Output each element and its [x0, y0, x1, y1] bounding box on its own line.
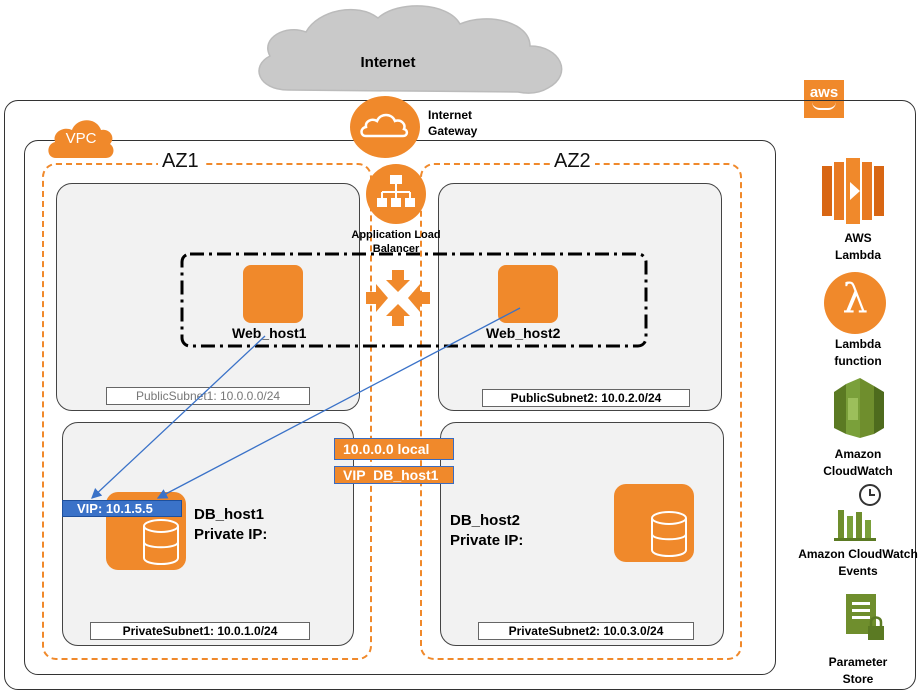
db-host1-ip-label: Private IP:: [194, 526, 268, 543]
az2-label: AZ2: [550, 150, 595, 173]
cloudwatch-events-label-1: Amazon CloudWatch: [798, 547, 918, 561]
aws-cloud-frame: [4, 100, 916, 690]
az1-frame: [42, 163, 372, 660]
vip-badge: VIP: 10.1.5.5: [62, 500, 182, 517]
lambda-function-label-2: function: [834, 354, 882, 368]
private-subnet1-label: PrivateSubnet1: 10.0.1.0/24: [90, 622, 310, 640]
aws-lambda-icon: [822, 158, 884, 224]
cloudwatch-icon: [834, 378, 884, 438]
aws-logo-icon: [804, 80, 844, 118]
lambda-function-label-1: Lambda: [834, 337, 881, 351]
parameter-store-icon: [846, 594, 884, 640]
web-tier-group-border: [180, 252, 648, 348]
public-subnet1-label: PublicSubnet1: 10.0.0.0/24: [106, 387, 310, 405]
lambda-function-icon: [824, 272, 886, 334]
aws-lambda-label-1: AWS: [844, 231, 872, 245]
web-host1-to-vip-arrow: [91, 335, 266, 499]
load-balancer-icon: [366, 164, 426, 224]
parameter-store-label-2: Store: [842, 672, 874, 686]
cloudwatch-events-label-2: Events: [838, 564, 878, 578]
internet-gateway-label-1: Internet: [428, 108, 473, 122]
private-subnet2-label: PrivateSubnet2: 10.0.3.0/24: [478, 622, 694, 640]
route-table-row-vip: VIP DB_host1: [334, 466, 454, 484]
route-table-row-local: 10.0.0.0 local: [334, 438, 454, 460]
web-host2-label: Web_host2: [486, 325, 561, 341]
public-subnet2-label: PublicSubnet2: 10.0.2.0/24: [482, 389, 690, 407]
lambda-symbol-icon: λ: [842, 276, 868, 322]
load-balancer-label-1: Application Load: [351, 229, 441, 241]
load-balancer-label-2: Balancer: [372, 243, 420, 255]
cloudwatch-events-icon: [834, 484, 881, 541]
web-host1-icon: [243, 265, 303, 323]
vpc-label: VPC: [65, 130, 97, 147]
aws-lambda-label-2: Lambda: [834, 248, 881, 262]
public-subnet2: [438, 183, 722, 411]
aws-logo-smile-icon: [812, 102, 836, 110]
cloudwatch-label-2: CloudWatch: [823, 464, 893, 478]
db-host2-label: DB_host2: [450, 512, 521, 529]
vpc-cloud-icon: [48, 120, 114, 158]
az1-label: AZ1: [158, 150, 203, 173]
load-balancer-arrows-icon: [366, 270, 430, 326]
internet-label: Internet: [360, 54, 416, 71]
db-host2-icon: [614, 484, 694, 562]
web-host2-icon: [498, 265, 558, 323]
db-host1-label: DB_host1: [194, 506, 265, 523]
public-subnet1: [56, 183, 360, 411]
cloudwatch-label-1: Amazon: [834, 447, 882, 461]
internet-gateway-label-2: Gateway: [428, 124, 478, 138]
parameter-store-label-1: Parameter: [828, 655, 888, 669]
db-host2-ip-label: Private IP:: [450, 532, 524, 549]
internet-gateway-icon: [350, 96, 420, 158]
web-host1-label: Web_host1: [232, 325, 307, 341]
aws-logo-label: aws: [809, 84, 839, 101]
web-host2-to-vip-arrow: [156, 307, 521, 499]
internet-cloud-icon: [258, 5, 563, 94]
